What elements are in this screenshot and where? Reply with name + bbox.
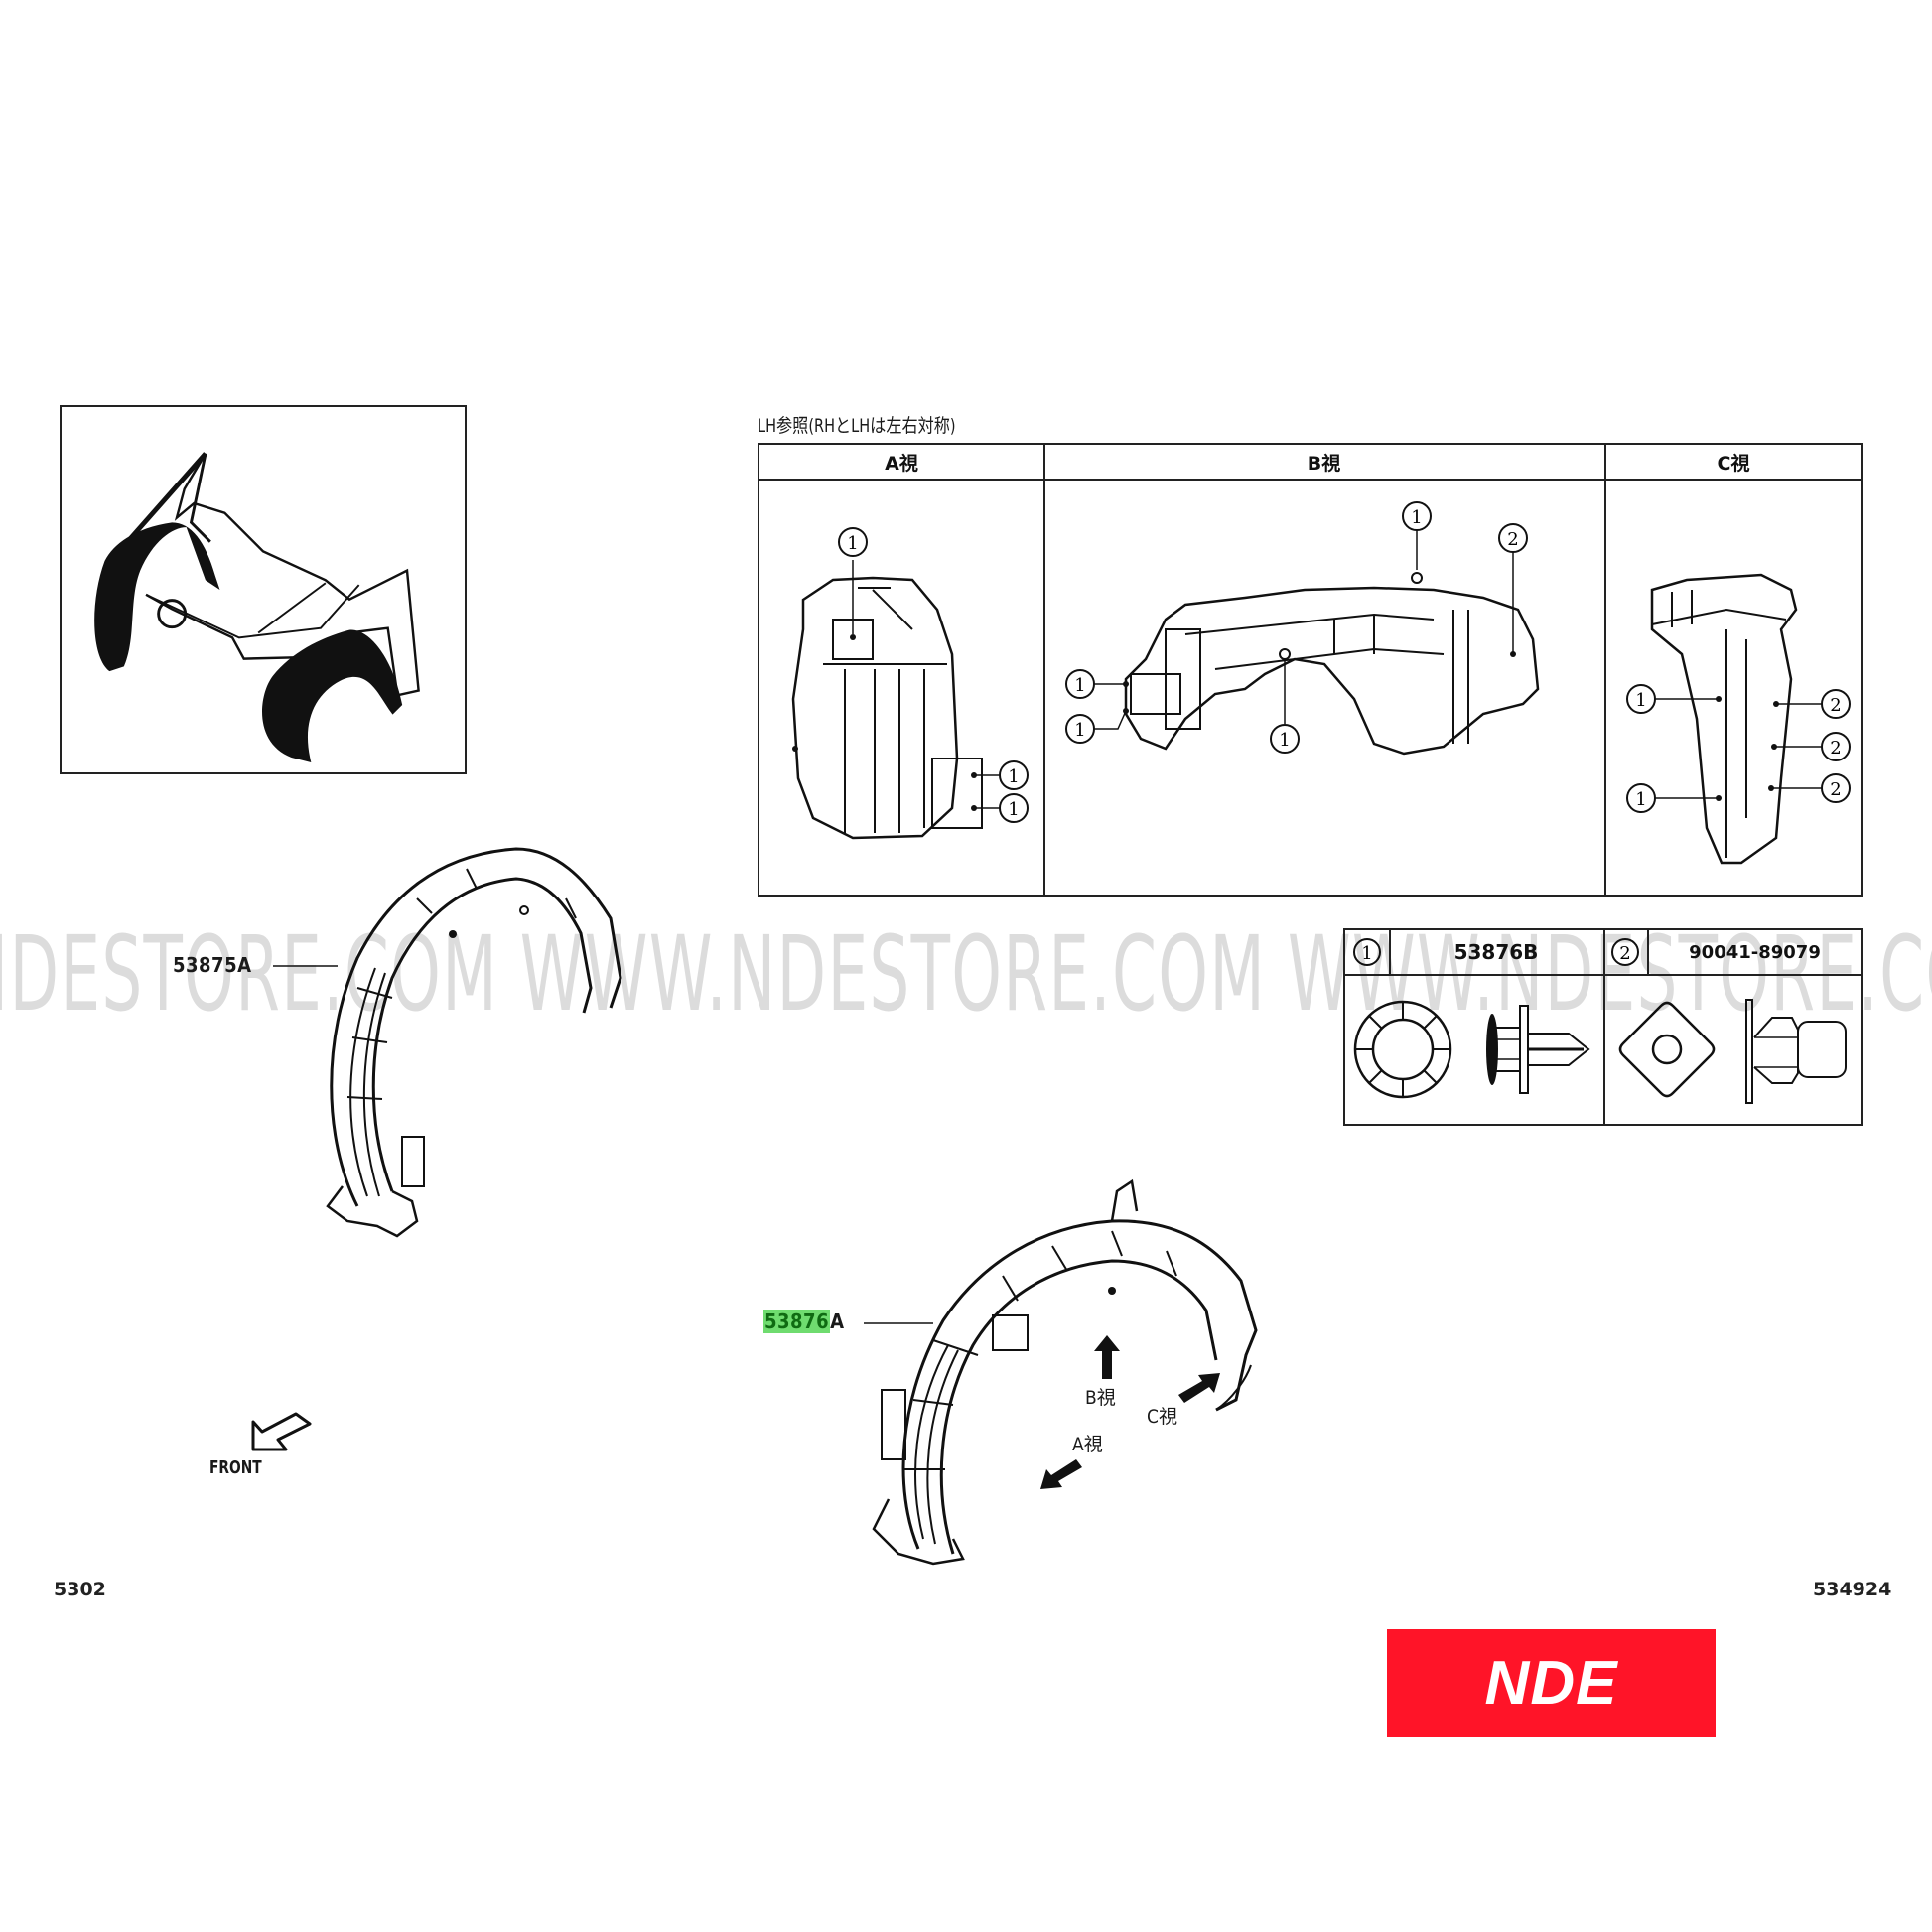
callout-2-icon — [1821, 689, 1851, 719]
a-view-arrow-icon — [1040, 1459, 1082, 1489]
a-view-drawing: 1 1 1 — [791, 527, 1029, 840]
callout-1-icon — [999, 760, 1029, 790]
svg-text:1: 1 — [1635, 789, 1646, 810]
callout-1-icon: 1 — [1353, 938, 1381, 966]
square-nut-clip-icon — [1618, 999, 1847, 1104]
callout-1-icon — [1065, 714, 1095, 744]
fasteners-table: 1 53876B 2 90041-89079 — [1343, 928, 1863, 1126]
callout-1-icon — [1270, 724, 1300, 754]
part-label-53875a[interactable]: 53875A — [173, 953, 252, 977]
fastener-2-part-number: 90041-89079 — [1689, 941, 1821, 963]
front-direction-arrow-icon — [251, 1412, 312, 1451]
page-code-left: 5302 — [54, 1579, 106, 1600]
page-code-right: 534924 — [1813, 1579, 1892, 1600]
highlighted-part-number: 53876 — [763, 1310, 831, 1333]
b-view-label: B視 — [1085, 1387, 1116, 1409]
lh-fender-liner-drawing — [864, 1178, 1258, 1566]
callout-2-icon — [1498, 523, 1528, 553]
svg-text:1: 1 — [1074, 675, 1085, 696]
svg-text:1: 1 — [1008, 799, 1019, 820]
svg-text:2: 2 — [1830, 738, 1841, 759]
svg-text:1: 1 — [1411, 507, 1422, 528]
svg-text:2: 2 — [1830, 779, 1841, 800]
inset-overview-box — [60, 405, 467, 774]
c-view-drawing: 1 1 2 2 2 — [1626, 573, 1851, 865]
callout-2-icon: 2 — [1611, 938, 1639, 966]
b-view-drawing: 1 2 1 1 1 — [1065, 501, 1540, 756]
svg-text:1: 1 — [1008, 766, 1019, 787]
fastener-1-number: 1 — [1345, 930, 1389, 974]
nde-logo: NDE — [1387, 1629, 1716, 1737]
callout-1-icon — [1626, 684, 1656, 714]
callout-1-icon — [838, 527, 868, 557]
c-view-label: C視 — [1147, 1406, 1177, 1428]
callout-2-icon — [1821, 773, 1851, 803]
fastener-2-number: 2 — [1603, 930, 1647, 974]
view-table-caption: LH参照(RHとLHは左右対称) — [758, 415, 956, 437]
svg-text:1: 1 — [847, 533, 858, 554]
fastener-1-part-number: 53876B — [1453, 940, 1539, 964]
front-label: FRONT — [209, 1457, 262, 1478]
column-b-view-header: B視 — [1307, 452, 1341, 475]
svg-text:2: 2 — [1830, 695, 1841, 716]
b-view-arrow-icon — [1094, 1335, 1120, 1379]
part-label-suffix: A — [830, 1310, 845, 1333]
callout-2-icon — [1821, 732, 1851, 761]
a-view-label: A視 — [1072, 1434, 1103, 1455]
vehicle-overview-illustration — [94, 452, 420, 762]
svg-text:2: 2 — [1507, 529, 1518, 550]
callout-1-icon — [1402, 501, 1432, 531]
part-label-53876a[interactable]: 53876A — [763, 1310, 845, 1333]
svg-text:1: 1 — [1635, 690, 1646, 711]
svg-text:1: 1 — [1074, 720, 1085, 741]
callout-1-icon — [1626, 783, 1656, 813]
column-c-view-header: C視 — [1717, 452, 1750, 475]
callout-1-icon — [999, 793, 1029, 823]
view-table: A視 B視 C視 1 1 1 — [758, 443, 1863, 897]
svg-text:2: 2 — [1619, 943, 1630, 964]
c-view-arrow-icon — [1178, 1373, 1220, 1403]
rh-fender-liner-drawing — [273, 847, 622, 1238]
push-clip-icon — [1353, 1000, 1590, 1099]
callout-1-icon — [1065, 669, 1095, 699]
column-a-view-header: A視 — [885, 452, 918, 475]
svg-text:1: 1 — [1361, 943, 1372, 964]
logo-text: NDE — [1484, 1649, 1618, 1718]
svg-text:1: 1 — [1279, 730, 1290, 751]
